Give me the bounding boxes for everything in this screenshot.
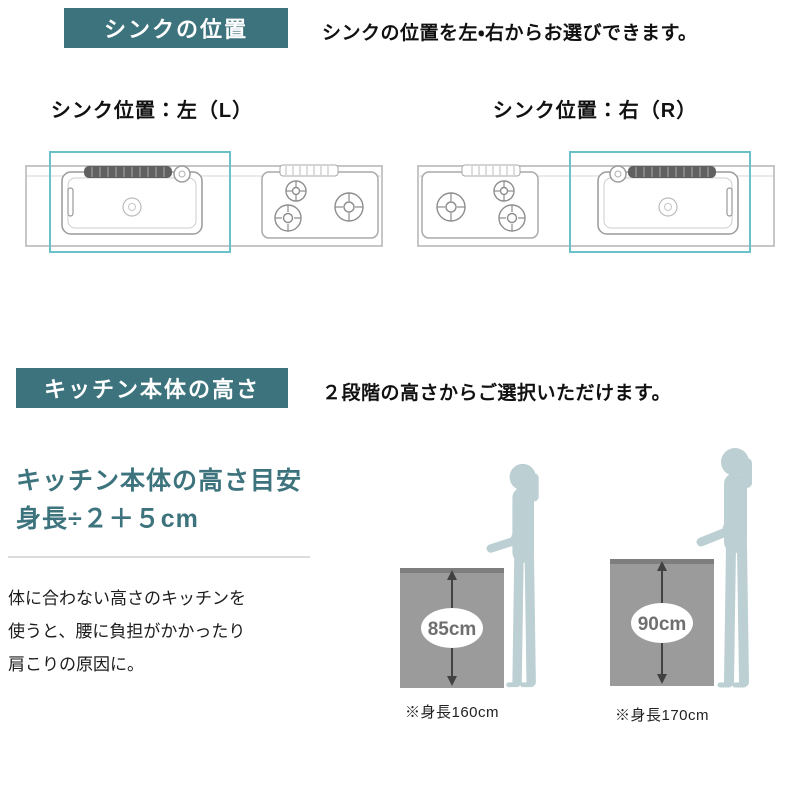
sink-icon [61,165,203,235]
height-note-160cm: ※身長160cm [404,704,500,721]
stove-icon [261,164,379,239]
counter-sink-left-drawing [25,151,383,253]
kitchen-height-section-badge: キッチン本体の高さ [16,368,288,408]
sink-highlight-box [569,151,751,253]
sink-left-option-label: シンク位置：左（L） [50,100,254,122]
kitchen-counter-sink-right-illustration [416,150,776,254]
height-value-bubble [631,603,693,643]
height-value-90: 90cm [638,614,687,635]
counter-sink-right-drawing [417,151,775,253]
kitchen-counter-sink-left-illustration [24,150,384,254]
sink-position-description: シンクの位置を左・右からお選びできます。 [322,23,698,44]
height-diagram-85cm: 85cm ※身長160cm [392,448,562,721]
kitchen-height-badge-label: キッチン本体の高さ [43,377,260,402]
height-value-85: 85cm [428,619,477,640]
sink-position-badge-label: シンクの位置 [103,17,248,42]
height-85-drawing: 85cm [400,463,539,688]
height-guide-title: キッチン本体の高さ目安 身長÷２＋５cm [16,462,302,538]
height-guide-title-line2: 身長÷２＋５cm [16,505,199,533]
person-silhouette-170cm [696,448,752,688]
sink-position-section-badge: シンクの位置 [64,8,288,48]
height-diagram-90cm: 90cm ※身長170cm [602,444,772,724]
sink-icon [597,165,739,235]
sink-right-option-label: シンク位置：右（R） [492,100,698,122]
stove-icon [421,164,539,239]
height-guide-title-line1: キッチン本体の高さ目安 [16,467,303,495]
height-value-bubble [421,608,483,648]
height-note-170cm: ※身長170cm [614,707,710,724]
height-guide-body-text: 体に合わない高さのキッチンを 使うと、腰に負担がかかったり 肩こりの原因に。 [8,589,246,675]
sink-highlight-box [49,151,231,253]
height-90-drawing: 90cm [610,448,752,688]
divider-line [8,556,310,558]
kitchen-height-description: ２段階の高さからご選択いただけます。 [322,383,672,404]
person-silhouette-160cm [486,463,539,688]
